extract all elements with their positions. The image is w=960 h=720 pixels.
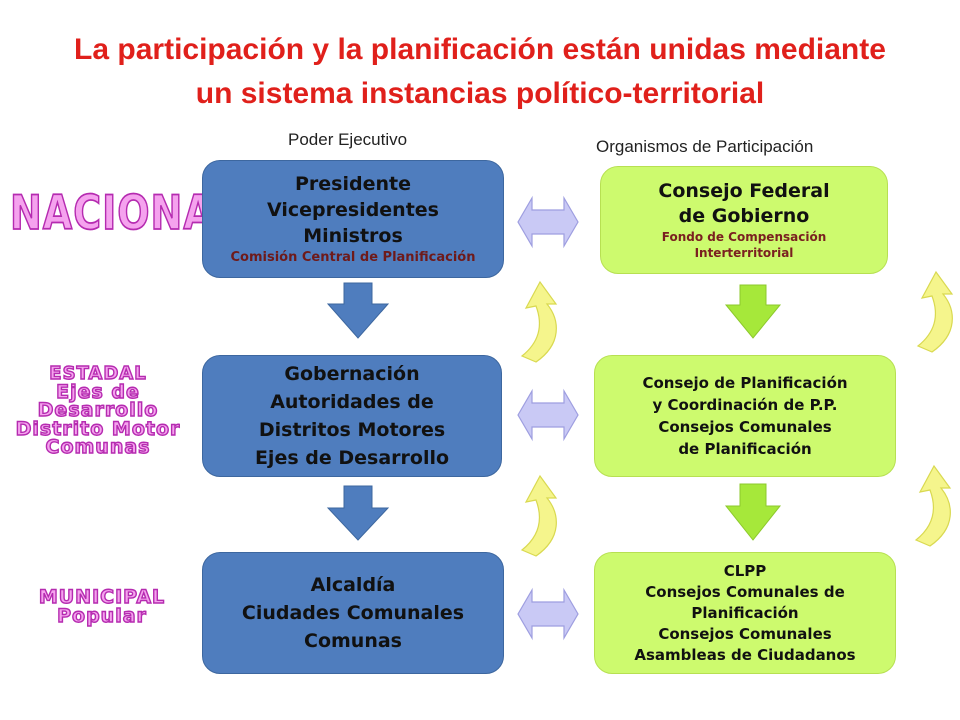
box-line: Consejo Federal — [658, 180, 830, 202]
curved-arrow-icon — [520, 474, 558, 557]
title-line-1: La participación y la planificación está… — [74, 33, 886, 66]
box-line: Gobernación — [284, 363, 420, 385]
level-label-estadal: ESTADAL Ejes de Desarrollo Distrito Moto… — [0, 363, 196, 459]
box-line: Ejes de Desarrollo — [254, 447, 450, 469]
level-estadal-line: Comunas — [45, 436, 151, 459]
box-line: Consejos Comunales — [658, 624, 832, 643]
double-arrow-icon — [517, 587, 579, 641]
double-arrow-icon — [517, 388, 579, 442]
down-arrow-icon — [326, 282, 390, 339]
level-estadal-line: Distrito Motor — [15, 417, 181, 440]
box-line: Asambleas de Ciudadanos — [634, 645, 856, 664]
level-estadal-line: Desarrollo — [37, 399, 159, 422]
box-line: Comunas — [304, 630, 402, 652]
title-line-2: un sistema instancias político-territori… — [195, 77, 765, 110]
down-arrow-icon — [724, 284, 782, 339]
down-arrow-icon — [724, 483, 782, 541]
box-line: Distritos Motores — [258, 419, 446, 441]
box-line: de Planificación — [678, 440, 812, 458]
column-header-participation: Organismos de Participación — [596, 137, 814, 156]
level-estadal-line: ESTADAL — [49, 363, 147, 384]
down-arrow-icon — [326, 485, 390, 541]
box-line: Consejos Comunales de — [645, 582, 845, 601]
participation-box-estadal: Consejo de Planificación y Coordinación … — [594, 355, 896, 477]
curved-arrow-icon — [520, 280, 558, 363]
page-title: La participación y la planificación está… — [0, 28, 960, 116]
box-line: Consejos Comunales — [658, 418, 832, 436]
box-line: Consejo de Planificación — [642, 374, 848, 392]
box-line: Planificación — [691, 603, 799, 622]
curved-arrow-icon — [916, 270, 954, 353]
box-line: Alcaldía — [310, 574, 396, 596]
executive-box-nacional: Presidente Vicepresidentes Ministros Com… — [202, 160, 504, 278]
executive-box-municipal: Alcaldía Ciudades Comunales Comunas — [202, 552, 504, 674]
box-line: Autoridades de — [270, 391, 434, 413]
box-line: y Coordinación de P.P. — [652, 396, 838, 414]
executive-box-estadal: Gobernación Autoridades de Distritos Mot… — [202, 355, 502, 477]
box-line: Fondo de Compensación — [661, 230, 827, 244]
box-line: Comisión Central de Planificación — [230, 250, 476, 265]
box-line: Ciudades Comunales — [241, 602, 465, 624]
participation-box-municipal: CLPP Consejos Comunales de Planificación… — [594, 552, 896, 674]
participation-box-nacional: Consejo Federal de Gobierno Fondo de Com… — [600, 166, 888, 274]
column-header-executive: Poder Ejecutivo — [288, 130, 408, 149]
level-label-municipal: MUNICIPAL Popular — [12, 586, 192, 627]
box-line: Vicepresidentes — [266, 199, 439, 221]
curved-arrow-icon — [914, 464, 952, 547]
level-municipal-line: MUNICIPAL — [38, 586, 166, 608]
box-line: Ministros — [303, 225, 403, 247]
box-line: Presidente — [295, 173, 411, 195]
level-estadal-line: Ejes de — [55, 380, 140, 403]
level-municipal-line: Popular — [56, 604, 147, 627]
box-line: Interterritorial — [694, 246, 794, 260]
box-line: de Gobierno — [678, 205, 810, 227]
box-line: CLPP — [723, 561, 767, 580]
double-arrow-icon — [517, 195, 579, 249]
